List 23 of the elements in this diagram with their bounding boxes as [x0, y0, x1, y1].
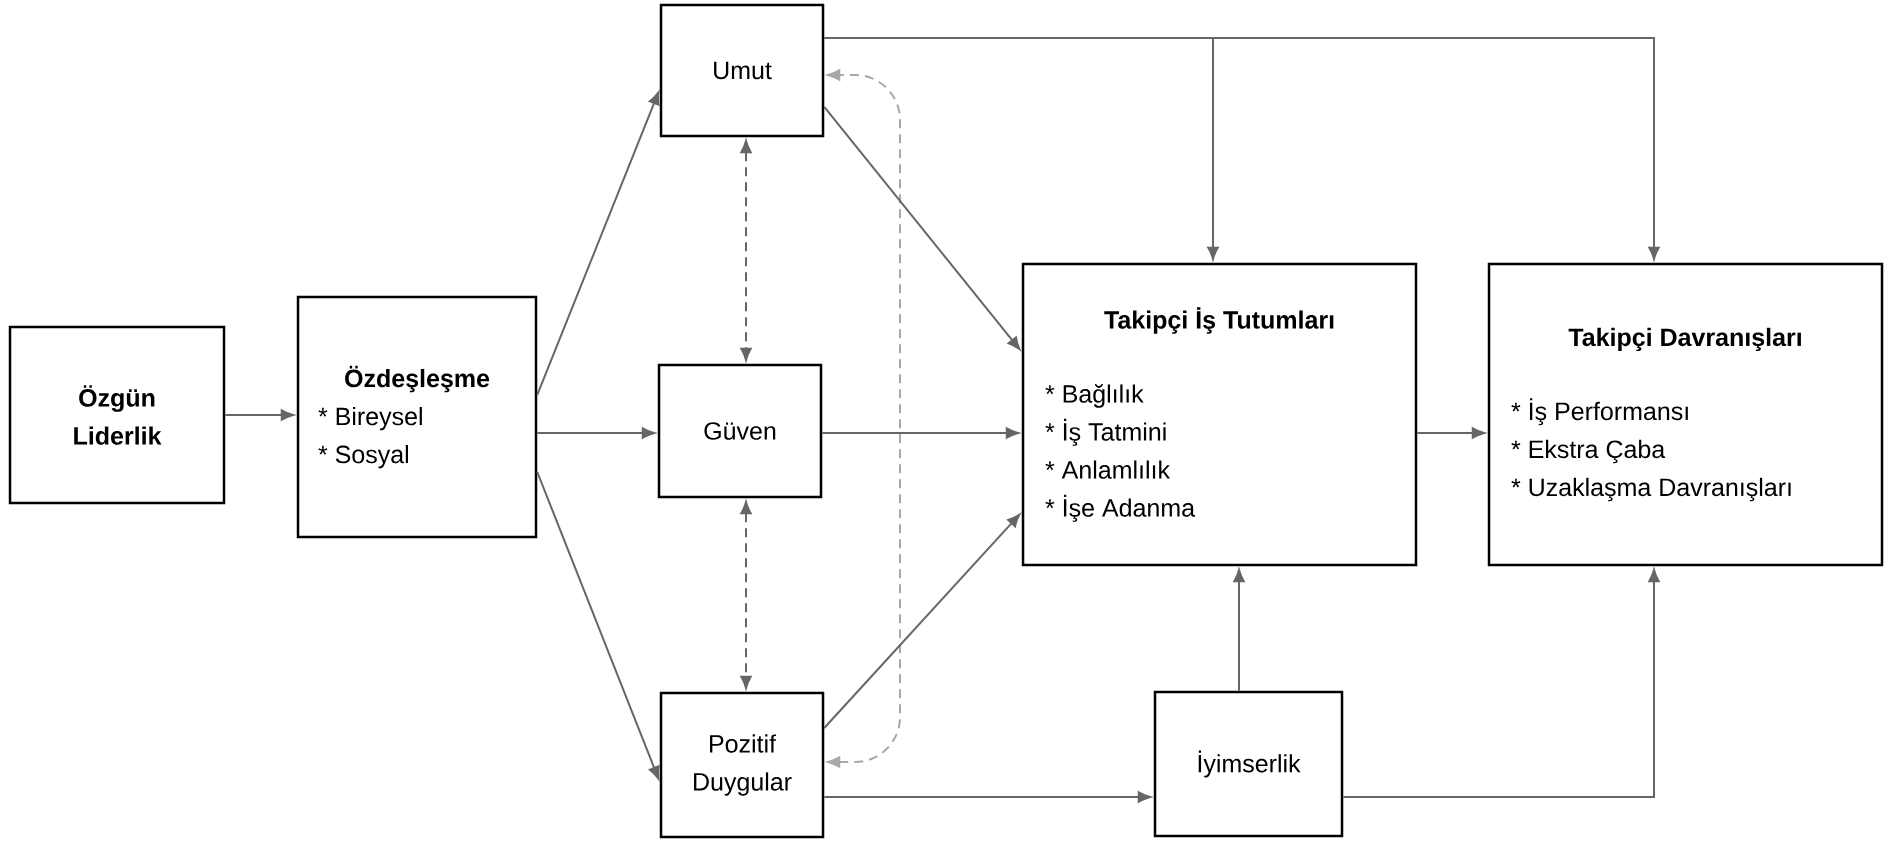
arrow [536, 471, 660, 780]
arrow [536, 91, 660, 396]
arrow [740, 140, 752, 361]
arrow [1233, 569, 1245, 692]
arrow [1416, 427, 1485, 439]
concept-box: Umut [659, 3, 825, 138]
arrow [536, 427, 655, 439]
arrow [823, 513, 1021, 729]
concept-box: Özdeşleşme * Bireysel * Sosyal [296, 295, 538, 539]
concept-box: Takipçi Davranışları * İş Performansı * Ekstra Çaba * Uzaklaşma Davranışları [1487, 262, 1884, 567]
arrow [823, 106, 1021, 350]
arrow [821, 427, 1019, 439]
arrow [1342, 569, 1660, 798]
concept-box: Takipçi İş Tutumları * Bağlılık * İş Tatmini * Anlamlılık * İşe Adanma [1021, 262, 1418, 567]
concept-box: İyimserlik [1153, 690, 1344, 838]
concept-box: Pozitif Duygular [659, 691, 825, 839]
arrow [827, 69, 901, 768]
arrow [823, 791, 1151, 803]
arrow [740, 501, 752, 689]
concept-box: Özgün Liderlik [8, 325, 226, 505]
concept-box: Güven [657, 363, 823, 499]
arrow [823, 37, 1660, 260]
arrow [224, 409, 294, 421]
